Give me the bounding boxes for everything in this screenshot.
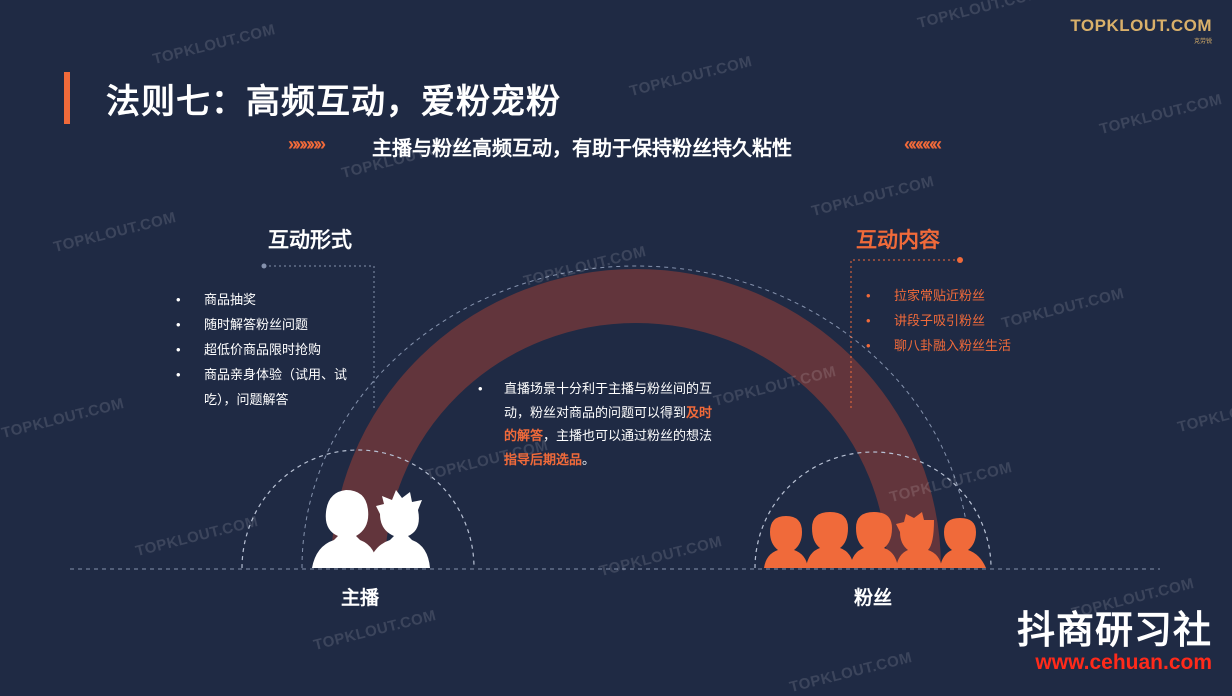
description-text: 。 — [582, 451, 596, 467]
interaction-content-heading: 互动内容 — [856, 229, 940, 252]
list-item: 讲段子吸引粉丝 — [866, 308, 1066, 333]
brand-tag: 克劳锐 — [1193, 39, 1212, 45]
highlight-text: 及时的解答 — [504, 404, 713, 444]
description-text: 直播场景十分利于主播与粉丝间的互动，粉丝对商品的问题可以得到 — [504, 381, 713, 420]
brand-logo: TOPKLOUT.COM 克劳锐 — [1070, 16, 1212, 45]
description-text: ，主播也可以通过粉丝的想法 — [543, 428, 713, 443]
fans-silhouette-icon — [764, 512, 986, 568]
title-accent-bar — [64, 72, 70, 124]
corner-logo-url: www.cehuan.com — [1035, 651, 1212, 674]
bullet-icon: • — [478, 381, 483, 396]
highlight-text: 指导后期选品 — [504, 451, 583, 467]
corner-logo: 抖商研习社 www.cehuan.com — [1017, 608, 1212, 674]
list-item: 商品亲身体验（试用、试吃），问题解答 — [176, 362, 364, 412]
chevrons-right-icon: »»»»» — [288, 134, 326, 154]
list-item: 超低价商品限时抢购 — [176, 337, 376, 362]
host-silhouette-icon — [312, 490, 430, 568]
host-label: 主播 — [341, 588, 380, 609]
list-item: 随时解答粉丝问题 — [176, 312, 376, 337]
interaction-content-list: 拉家常贴近粉丝 讲段子吸引粉丝 聊八卦融入粉丝生活 — [866, 283, 1066, 358]
list-item: 聊八卦融入粉丝生活 — [866, 333, 1066, 358]
chevrons-left-icon: ««««« — [904, 134, 942, 154]
corner-logo-name: 抖商研习社 — [1016, 608, 1212, 652]
list-item: 拉家常贴近粉丝 — [866, 283, 1066, 308]
interaction-forms-list: 商品抽奖 随时解答粉丝问题 超低价商品限时抢购 商品亲身体验（试用、试吃），问题… — [176, 287, 376, 412]
brand-name: TOPKLOUT.COM — [1070, 16, 1212, 35]
fans-label: 粉丝 — [854, 588, 893, 609]
interaction-forms-heading: 互动形式 — [268, 229, 352, 252]
page-title: 法则七：高频互动，爱粉宠粉 — [106, 83, 561, 121]
list-item: 商品抽奖 — [176, 287, 376, 312]
page-subtitle: 主播与粉丝高频互动，有助于保持粉丝持久粘性 — [372, 138, 792, 160]
center-description: • 直播场景十分利于主播与粉丝间的互动，粉丝对商品的问题可以得到及时的解答，主播… — [478, 377, 718, 471]
